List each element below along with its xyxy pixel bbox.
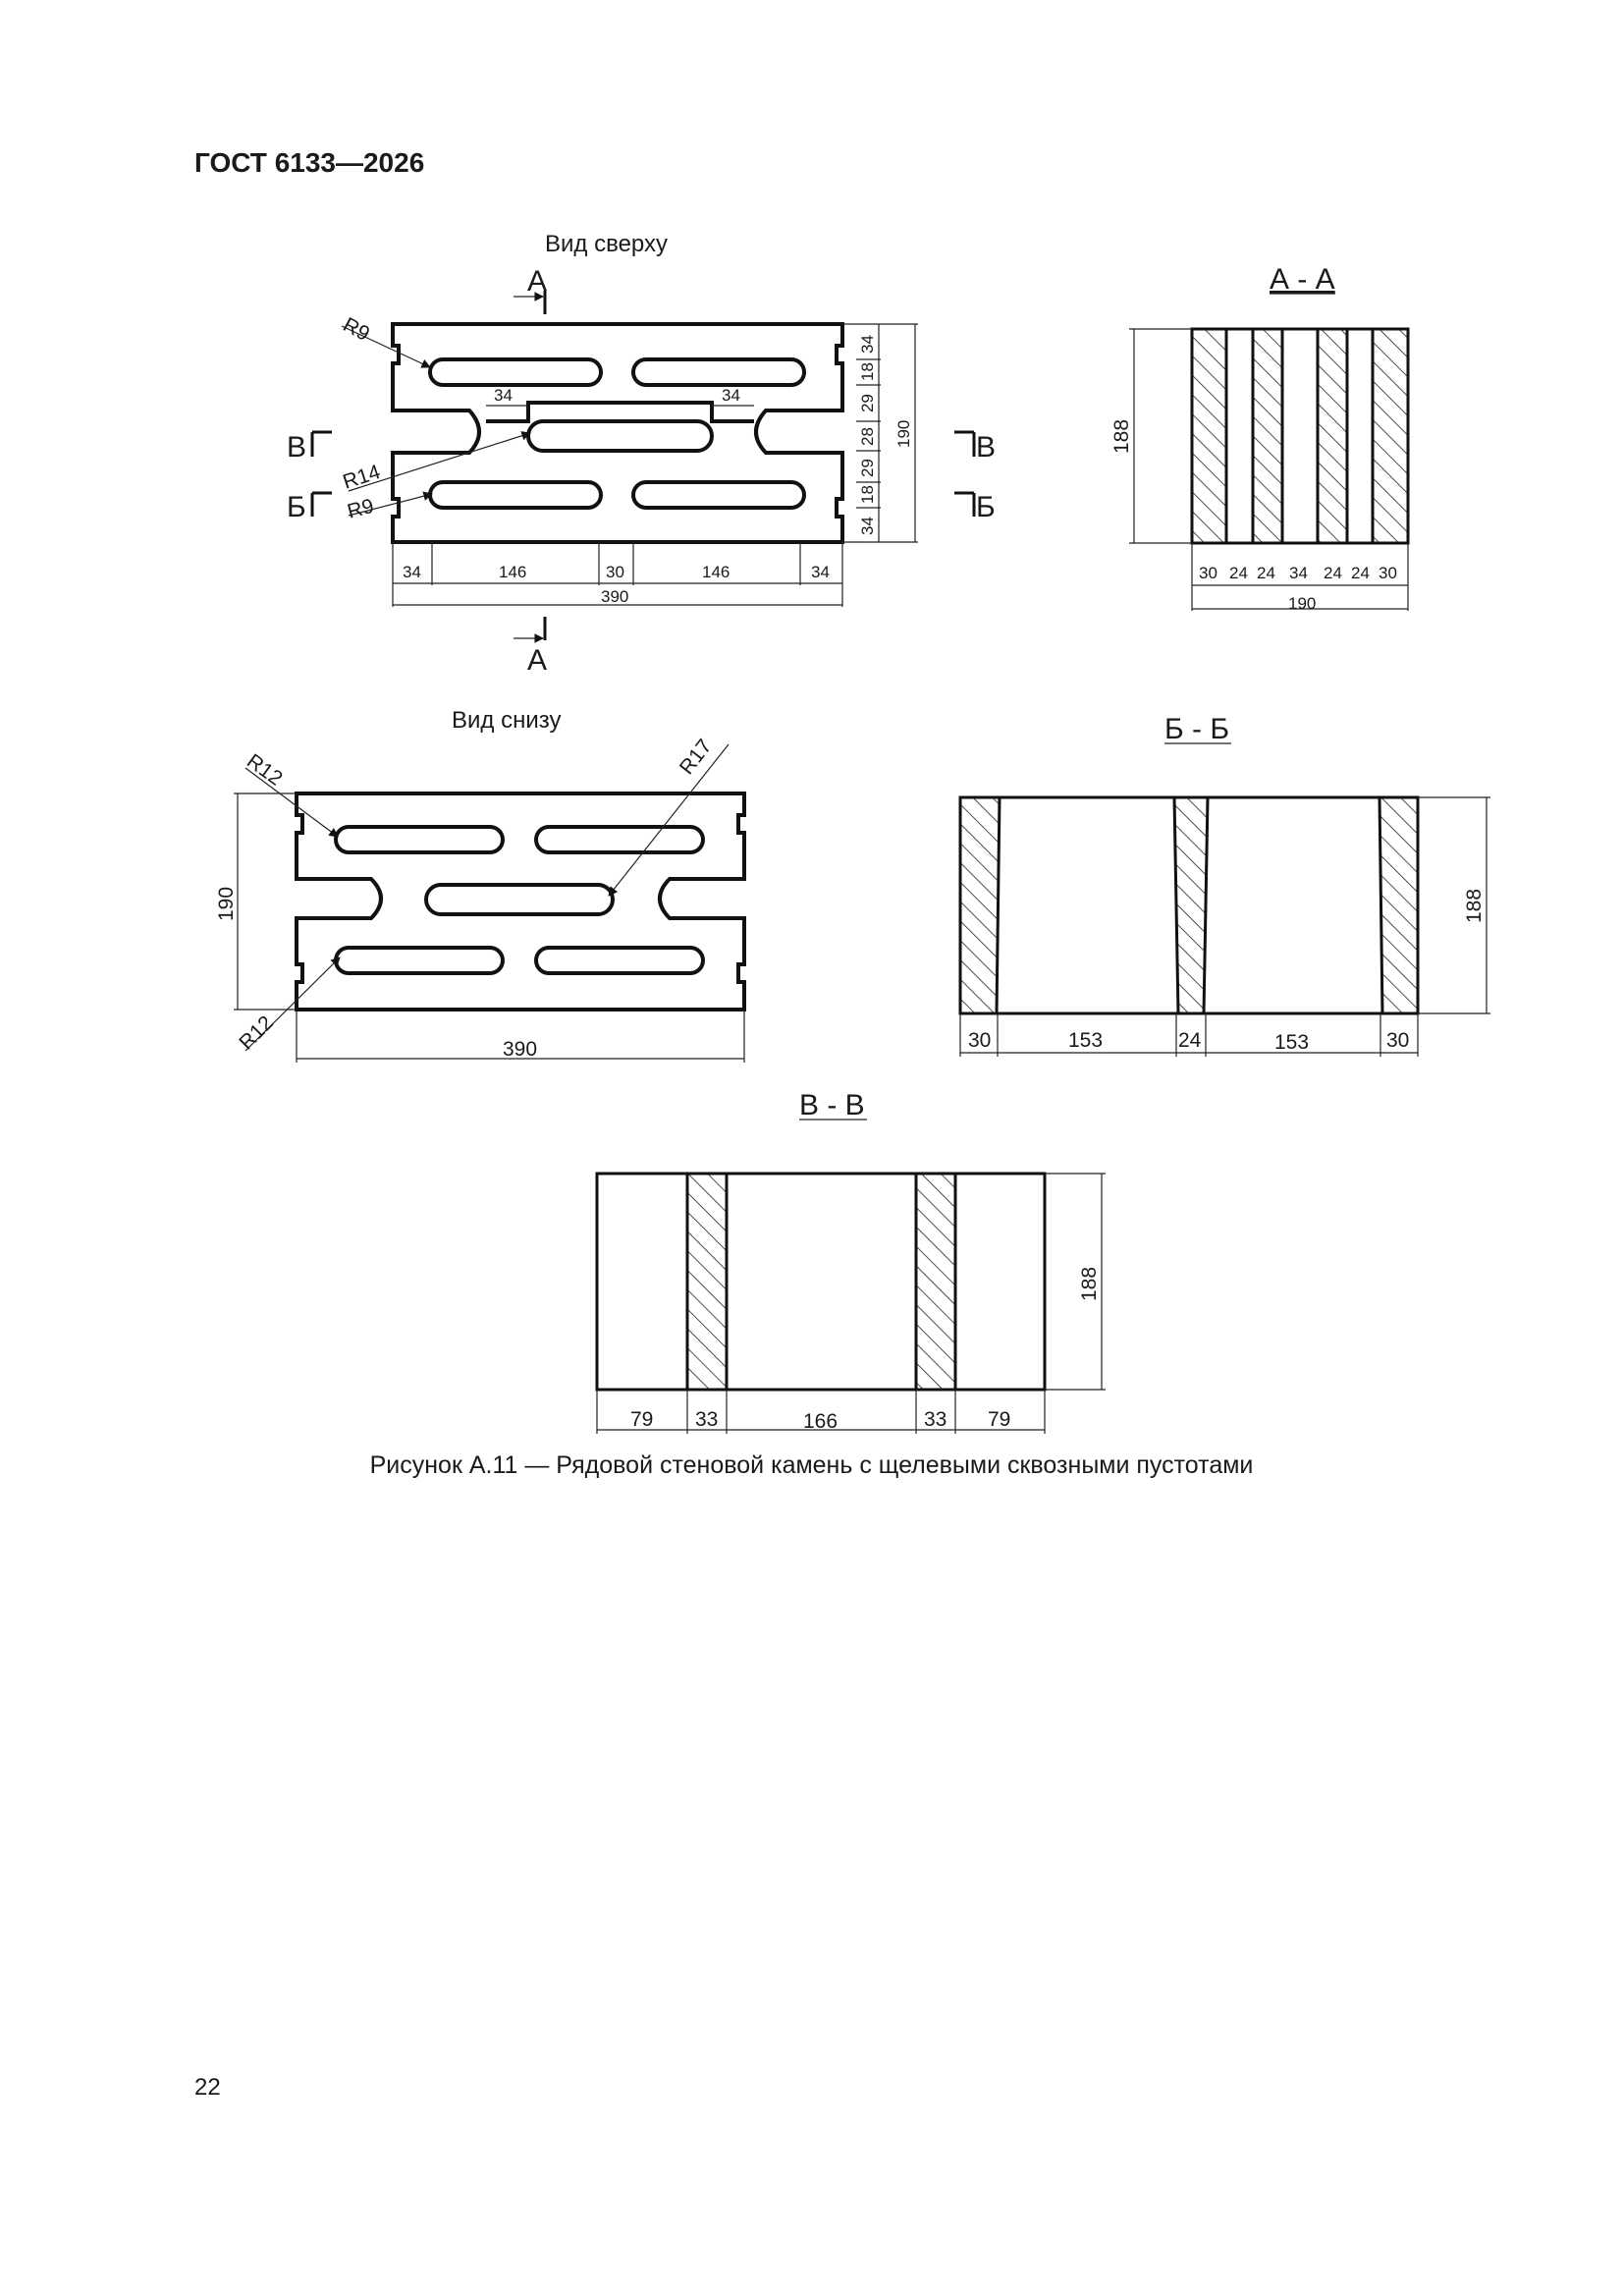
dim-label: 188 <box>1110 419 1133 454</box>
dim-label: 30 <box>1386 1029 1409 1052</box>
section-bb: Б - Б 188 30 153 24 153 30 <box>958 713 1490 1057</box>
dim-label: 30 <box>968 1029 991 1052</box>
dim-label: 190 <box>215 887 238 921</box>
dim-label: 34 <box>403 563 421 581</box>
dim-label: 153 <box>1274 1031 1309 1054</box>
section-vv: В - В 188 79 33 166 33 79 <box>595 1089 1106 1434</box>
dim-label: 34 <box>811 563 830 581</box>
dim-label: 34 <box>858 335 877 354</box>
section-bb-label: Б - Б <box>1164 713 1229 745</box>
bottom-slot-center <box>424 883 615 916</box>
dim-label: 79 <box>630 1408 653 1431</box>
bottom-slot <box>334 946 505 975</box>
section-mark: Б <box>287 491 306 523</box>
dim-label: 188 <box>1078 1267 1101 1301</box>
section-aa: А - А 188 30 24 24 34 24 24 30 190 <box>1110 263 1410 613</box>
top-slot <box>428 480 603 510</box>
dim-label: 29 <box>858 459 877 477</box>
section-mark: В <box>287 431 306 464</box>
radius-label: R12 <box>243 749 287 790</box>
section-mark: В <box>976 431 996 464</box>
top-rib-dim: 34 <box>722 386 740 405</box>
dim-label: 153 <box>1068 1029 1103 1052</box>
top-rib <box>486 401 754 423</box>
top-view: Вид сверху 34 34 R9 R14 R9 А А В В Б <box>287 231 996 677</box>
bottom-view-label: Вид снизу <box>452 707 561 734</box>
radius-label: R9 <box>340 313 374 346</box>
dim-label: 166 <box>803 1410 838 1433</box>
dim-label: 190 <box>1288 594 1316 613</box>
dim-label: 28 <box>858 427 877 446</box>
top-view-label: Вид сверху <box>545 231 668 257</box>
dim-label: 18 <box>858 362 877 381</box>
page-number: 22 <box>194 2074 221 2101</box>
top-rib-dim: 34 <box>494 386 513 405</box>
section-mark: А <box>527 644 547 677</box>
dim-label: 34 <box>858 517 877 535</box>
radius-label: R17 <box>676 736 717 780</box>
dim-label: 30 <box>606 563 624 581</box>
radius-label: R14 <box>340 461 383 494</box>
section-vv-label: В - В <box>799 1089 865 1121</box>
dim-label: 146 <box>499 563 526 581</box>
dim-label: 24 <box>1178 1029 1202 1052</box>
top-slot <box>428 357 603 387</box>
radius-label: R9 <box>345 495 376 523</box>
top-slot <box>631 480 806 510</box>
document-header: ГОСТ 6133—2026 <box>194 147 425 178</box>
dim-label: 24 <box>1324 564 1342 582</box>
dim-label: 24 <box>1229 564 1248 582</box>
dim-label: 146 <box>702 563 730 581</box>
bottom-slot <box>334 825 505 854</box>
section-mark: А <box>527 265 547 298</box>
dim-label: 188 <box>1463 889 1486 923</box>
bottom-slot <box>534 825 705 854</box>
section-mark: Б <box>976 491 996 523</box>
bottom-slot <box>534 946 705 975</box>
top-slot <box>631 357 806 387</box>
dim-label: 29 <box>858 394 877 412</box>
dim-label: 18 <box>858 485 877 504</box>
bottom-view: Вид снизу R12 R17 R12 190 390 <box>215 707 746 1063</box>
dim-label: 24 <box>1351 564 1370 582</box>
dim-label: 30 <box>1199 564 1217 582</box>
dim-label: 190 <box>894 420 913 448</box>
dim-label: 33 <box>695 1408 718 1431</box>
dim-label: 33 <box>924 1408 947 1431</box>
dim-label: 24 <box>1257 564 1275 582</box>
figure-caption: Рисунок А.11 — Рядовой стеновой камень с… <box>369 1451 1254 1479</box>
dim-label: 34 <box>1289 564 1308 582</box>
radius-label: R12 <box>235 1011 278 1055</box>
dim-label: 390 <box>601 587 628 606</box>
section-aa-label: А - А <box>1270 263 1335 296</box>
dim-label: 30 <box>1379 564 1397 582</box>
dim-label: 390 <box>503 1038 537 1061</box>
top-slot-center <box>526 419 714 453</box>
dim-label: 79 <box>988 1408 1010 1431</box>
